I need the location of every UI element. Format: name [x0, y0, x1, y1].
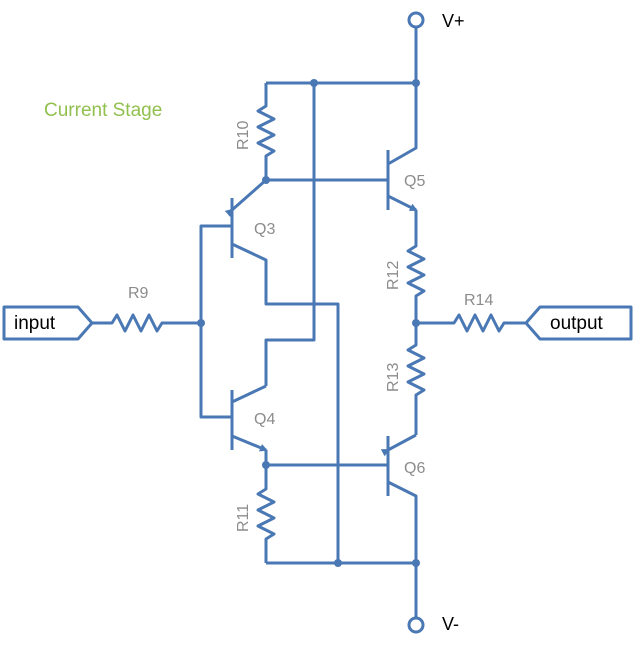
q3-label: Q3 — [254, 221, 275, 238]
r10-label: R10 — [235, 121, 252, 150]
resistor-r11 — [256, 465, 276, 563]
q4-label: Q4 — [254, 411, 275, 428]
input-label: input — [14, 313, 56, 334]
resistor-r12 — [406, 210, 426, 323]
stage-title: Current Stage — [44, 100, 162, 121]
output-port — [524, 305, 633, 341]
transistor-q5 — [386, 83, 418, 212]
r9-label: R9 — [128, 285, 149, 302]
output-label: output — [550, 313, 604, 334]
r14-label: R14 — [464, 292, 493, 309]
vminus-terminal — [266, 559, 425, 634]
vplus-label: V+ — [442, 11, 465, 31]
transistor-q6 — [380, 433, 418, 563]
r12-label: R12 — [385, 261, 402, 290]
input-port — [2, 305, 94, 341]
resistor-r10 — [256, 83, 276, 180]
vminus-label: V- — [442, 614, 459, 634]
resistor-r9 — [92, 313, 201, 333]
q5-label: Q5 — [404, 173, 425, 190]
resistor-r14 — [416, 313, 526, 333]
vplus-terminal — [266, 11, 425, 87]
transistor-q4 — [230, 384, 268, 452]
r11-label: R11 — [235, 504, 252, 532]
r13-label: R13 — [385, 363, 402, 392]
resistor-r13 — [406, 323, 426, 435]
q6-label: Q6 — [404, 460, 425, 477]
